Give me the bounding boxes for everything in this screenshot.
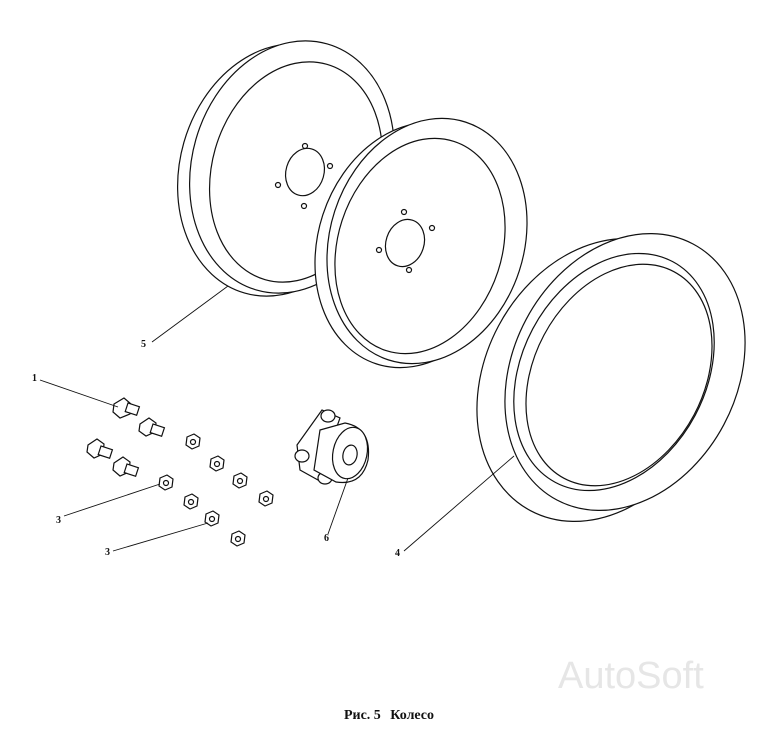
callout-bolts: 1	[32, 373, 37, 384]
nut	[158, 474, 174, 491]
callout-hub: 6	[324, 533, 329, 544]
callout-rim: 5	[141, 339, 146, 350]
leader-line	[63, 483, 161, 517]
bolt	[112, 456, 140, 478]
callout-nut: 3	[105, 547, 110, 558]
hub	[294, 409, 370, 485]
callout-tire: 4	[395, 548, 400, 559]
nut	[232, 472, 248, 489]
nut	[183, 493, 199, 510]
figure-title: Колесо	[390, 708, 435, 723]
bolt	[86, 438, 114, 460]
leader-line	[39, 379, 119, 408]
rim-disc-middle	[314, 117, 528, 369]
figure-number: Рис. 5	[343, 708, 381, 723]
leader-line	[112, 522, 209, 552]
bolt	[138, 417, 166, 438]
leader-line	[327, 477, 349, 535]
leader-line	[403, 455, 515, 552]
callout-nut: 3	[56, 515, 61, 526]
bolt	[112, 397, 141, 419]
nut	[209, 455, 225, 472]
nut	[230, 530, 246, 547]
tire	[476, 232, 746, 522]
nut	[258, 490, 274, 507]
nut	[204, 510, 220, 527]
nut	[185, 433, 201, 450]
watermark-logo: AutoSoft	[558, 655, 704, 697]
leader-line	[151, 285, 229, 343]
figure-caption: Рис. 5 Колесо	[0, 708, 778, 724]
